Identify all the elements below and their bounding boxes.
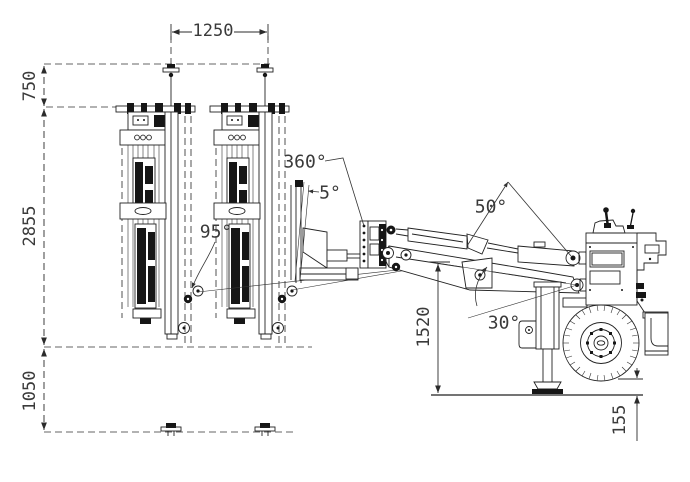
tire-treads	[563, 304, 639, 382]
dim-1050-label: 1050	[20, 371, 40, 412]
projection-lines	[44, 36, 312, 433]
dim-750-label: 750	[20, 71, 40, 102]
stabilizer-jack	[518, 281, 563, 394]
rear-box	[642, 311, 669, 356]
pivot-projection-line-1	[197, 268, 407, 293]
dim-155-label: 155	[610, 405, 630, 436]
dim-1520-label: 1520	[414, 307, 434, 348]
angle-95-label: 95°	[200, 222, 233, 243]
dim-1250-label: 1250	[193, 21, 234, 41]
drill-feed-left	[115, 63, 204, 437]
wheel	[562, 304, 640, 382]
feed-cradle	[290, 180, 387, 283]
drill-feed-right	[209, 63, 298, 437]
angle-30-label: 30°	[488, 313, 521, 334]
angle-50-label: 50°	[475, 197, 508, 218]
dimension-annotations: 1250 750 2855 1050 1520 155	[20, 21, 643, 441]
dim-2855-label: 2855	[20, 206, 40, 247]
angle-5-label: 5°	[319, 183, 341, 204]
angle-annotations: 360° 5° 95° 50° 30°	[191, 152, 578, 334]
carrier-body	[562, 207, 667, 314]
angle-360-label: 360°	[283, 152, 326, 173]
